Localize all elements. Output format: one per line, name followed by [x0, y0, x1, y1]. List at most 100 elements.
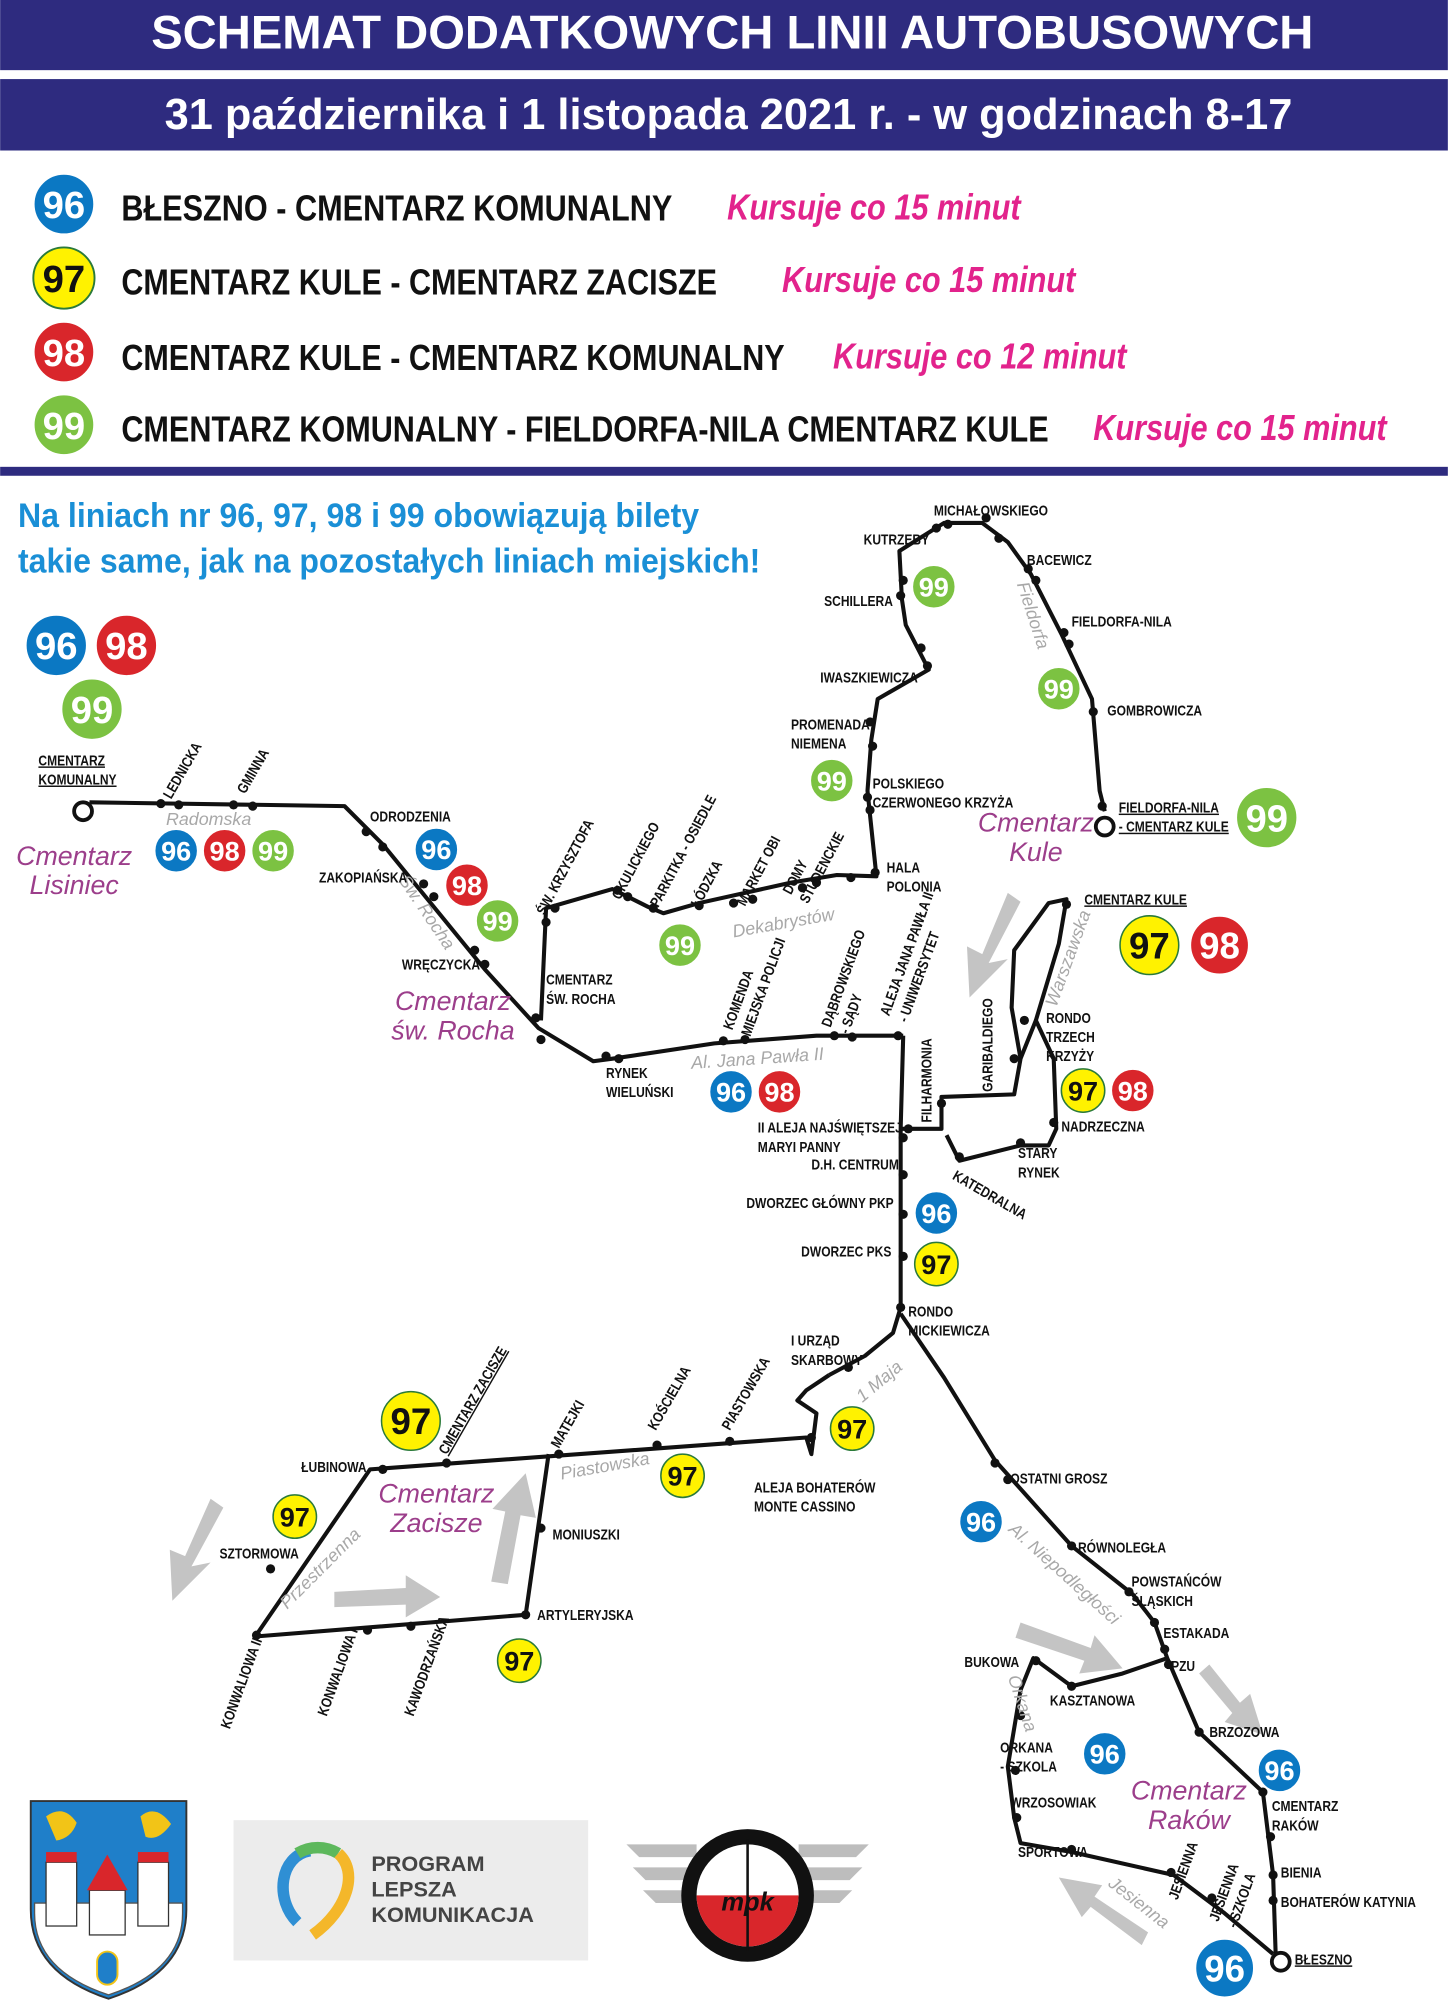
stop-name: CMENTARZ: [1272, 1798, 1339, 1814]
stop-name: ŚLĄSKICH: [1132, 1593, 1193, 1609]
line-badge-98: 98: [756, 1069, 803, 1115]
line-badge-97: 97: [1060, 1068, 1106, 1114]
line-badge-99: 99: [32, 392, 96, 457]
line-badge-99: 99: [809, 757, 855, 804]
stop-name: MARYI PANNY: [758, 1139, 841, 1155]
svg-text:MICHAŁOWSKIEGO: MICHAŁOWSKIEGO: [934, 502, 1048, 518]
line-badge-98: 98: [94, 613, 158, 677]
stop-dot: [623, 892, 633, 902]
stop-dot: [797, 883, 808, 893]
line-number: 97: [390, 1401, 431, 1442]
stop-name: ALEJA BOHATERÓW: [754, 1479, 876, 1495]
stop-label: CMENTARZ ZACISZE: [435, 1344, 510, 1457]
stop-label: CMENTARZ KULE: [1084, 891, 1187, 907]
stop-dot: [1268, 1870, 1278, 1880]
program-logo-line-1: PROGRAM: [371, 1851, 484, 1876]
stop-name: ARTYLERYJSKA: [537, 1607, 634, 1623]
svg-text:BACEWICZ: BACEWICZ: [1027, 552, 1092, 568]
stop-label: GOMBROWICZA: [1107, 702, 1202, 718]
arrow-icon: [334, 1575, 441, 1618]
stop-dot: [748, 894, 758, 904]
arrow-icon: [1015, 1622, 1123, 1674]
stop-name: POLONIA: [887, 878, 942, 894]
stop-label: BIENIA: [1281, 1864, 1322, 1880]
stop-label: WRZOSOWIAK: [1010, 1794, 1096, 1810]
stop-name: WRĘCZYCKA: [402, 956, 480, 972]
svg-text:OSTATNI GROSZ: OSTATNI GROSZ: [1010, 1470, 1107, 1486]
line-badge-97: 97: [913, 1241, 959, 1287]
stop-label: GARIBALDIEGO: [979, 998, 995, 1092]
stop-dot: [652, 1440, 662, 1450]
stop-name: MONIUSZKI: [552, 1526, 619, 1542]
stop-dot: [480, 959, 490, 969]
stop-label: IWASZKIEWICZA: [820, 669, 918, 685]
stop-label: ZAKOPIAŃSKA: [319, 870, 407, 886]
stop-dot: [981, 513, 991, 523]
stop-dot: [554, 1449, 564, 1459]
stop-name: IWASZKIEWICZA: [820, 669, 918, 685]
line-badge-99: 99: [657, 922, 703, 968]
direction-arrows: [169, 892, 1263, 1946]
divider: [0, 466, 1448, 476]
svg-text:FILHARMONIA: FILHARMONIA: [918, 1038, 934, 1122]
line-number: 97: [1068, 1075, 1098, 1106]
stop-dot: [931, 523, 941, 533]
street-labels: Radomska Św. Rocha Dekabrystów Al. Jana …: [166, 579, 1174, 1932]
stop-dot: [990, 1458, 1000, 1468]
svg-text:WRĘCZYCKA: WRĘCZYCKA: [402, 956, 480, 972]
stop-dot: [265, 1564, 276, 1574]
stop-label: MONIUSZKI: [552, 1526, 619, 1542]
stop-label: DĄBROWSKIEGO- SĄDY: [818, 928, 868, 1036]
svg-text:FIELDORFA-NILA- CMENTARZ KULE: FIELDORFA-NILA- CMENTARZ KULE: [1119, 799, 1229, 835]
line-number: 97: [280, 1501, 310, 1532]
stop-dot: [1166, 1867, 1176, 1878]
stop-label: ARTYLERYJSKA: [537, 1607, 634, 1623]
arrow-icon: [1199, 1664, 1263, 1735]
stop-name: ORKANA: [1000, 1739, 1053, 1755]
line-number: 99: [919, 571, 949, 602]
stop-name: - SZKOLA: [1000, 1759, 1057, 1775]
legend-route-98: CMENTARZ KULE - CMENTARZ KOMUNALNY: [121, 338, 784, 378]
stop-dot: [811, 878, 822, 888]
mpk-logo-text: mpk: [721, 1889, 775, 1917]
svg-text:KASZTANOWA: KASZTANOWA: [1050, 1692, 1136, 1708]
stop-label: GMINNA: [234, 746, 273, 797]
stop-dot: [1015, 1138, 1026, 1148]
stop-dot: [441, 1458, 452, 1468]
svg-text:PZU: PZU: [1171, 1658, 1195, 1674]
stop-name: FIELDORFA-NILA: [1119, 799, 1219, 815]
stop-dot: [1265, 1832, 1276, 1842]
stop-name: MICHAŁOWSKIEGO: [934, 502, 1048, 518]
svg-text:LEDNICKA: LEDNICKA: [160, 739, 205, 801]
stop-dot: [1064, 639, 1074, 649]
stop-dot: [898, 1133, 908, 1143]
line-number: 99: [817, 765, 847, 796]
stop-label: WRĘCZYCKA: [402, 956, 480, 972]
stop-dot: [228, 800, 239, 810]
stop-name: MONTE CASSINO: [754, 1498, 856, 1514]
stop-dot: [1088, 707, 1098, 717]
svg-text:BŁESZNO: BŁESZNO: [1295, 1951, 1352, 1967]
stop-name: ESTAKADA: [1163, 1625, 1229, 1641]
stop-name: ŁUBINOWA: [301, 1459, 367, 1475]
stop-dot: [994, 533, 1004, 543]
terminus-bleszno: [1269, 1950, 1292, 1973]
arrow-icon: [1058, 1877, 1149, 1946]
stop-dot: [1163, 1659, 1174, 1670]
line-badge-99: 99: [474, 898, 521, 944]
stop-name: CMENTARZ: [546, 972, 613, 988]
stop-label: DOMYSTUDENCKIE: [779, 829, 847, 906]
stop-name: MATEJKI: [547, 1397, 587, 1450]
stop-dot: [893, 1031, 903, 1041]
stop-dot: [865, 717, 875, 727]
stop-label: DWORZEC GŁÓWNY PKP: [746, 1195, 893, 1211]
line-badge-97: 97: [660, 1453, 705, 1499]
street-label: Fieldorfa: [1013, 579, 1053, 651]
stop-dot: [870, 867, 880, 878]
